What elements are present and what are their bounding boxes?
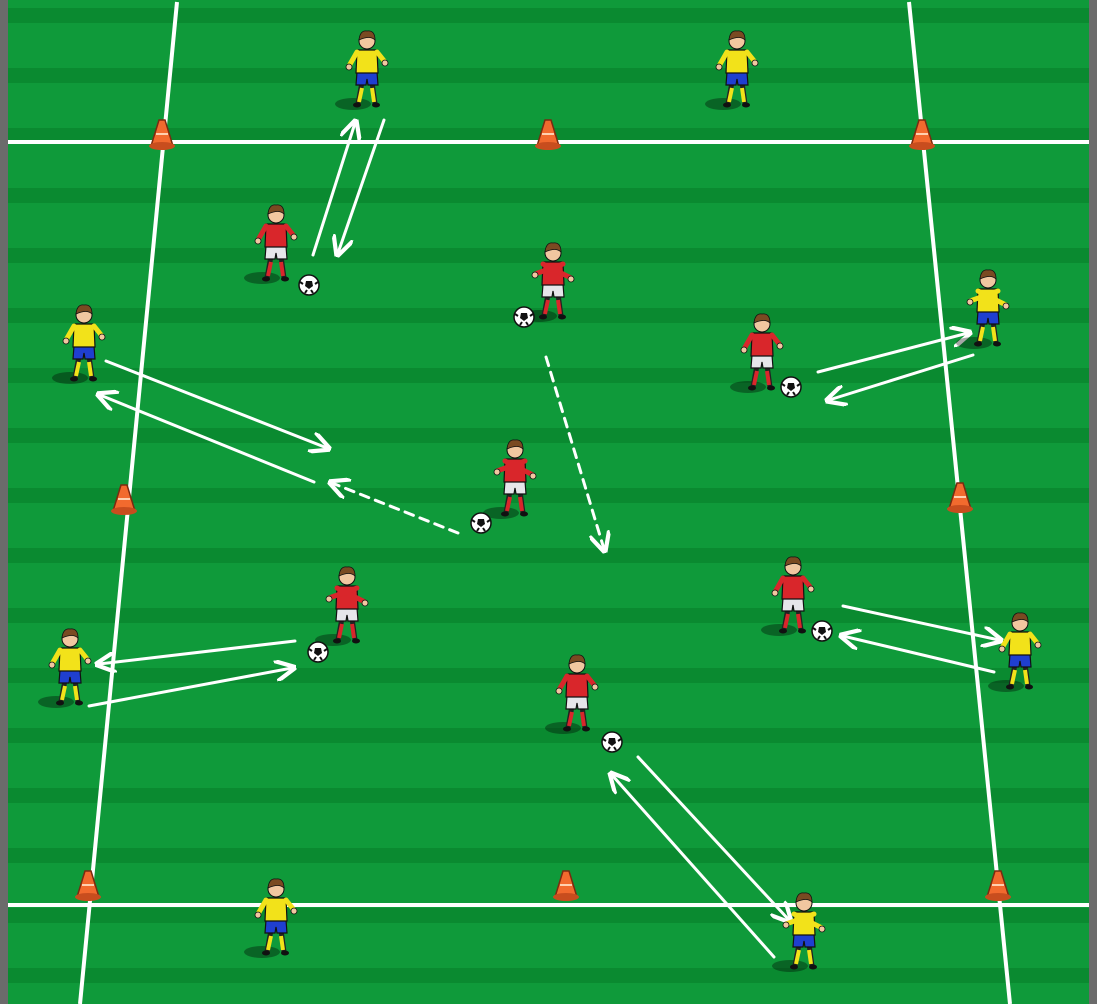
soccer-ball: [299, 275, 319, 295]
grass-stripe: [8, 8, 1089, 23]
grass-field: [8, 0, 1089, 1004]
soccer-ball: [602, 732, 622, 752]
grass-stripe: [8, 548, 1089, 563]
soccer-ball: [812, 621, 832, 641]
grass-stripe: [8, 608, 1089, 623]
soccer-ball: [514, 307, 534, 327]
soccer-ball: [308, 642, 328, 662]
grass-stripe: [8, 908, 1089, 923]
grass-stripe: [8, 428, 1089, 443]
soccer-ball: [781, 377, 801, 397]
soccer-ball: [471, 513, 491, 533]
grass-stripe: [8, 488, 1089, 503]
grass-stripe: [8, 788, 1089, 803]
grass-stripe: [8, 668, 1089, 683]
grass-stripe: [8, 848, 1089, 863]
grass-stripe: [8, 968, 1089, 983]
